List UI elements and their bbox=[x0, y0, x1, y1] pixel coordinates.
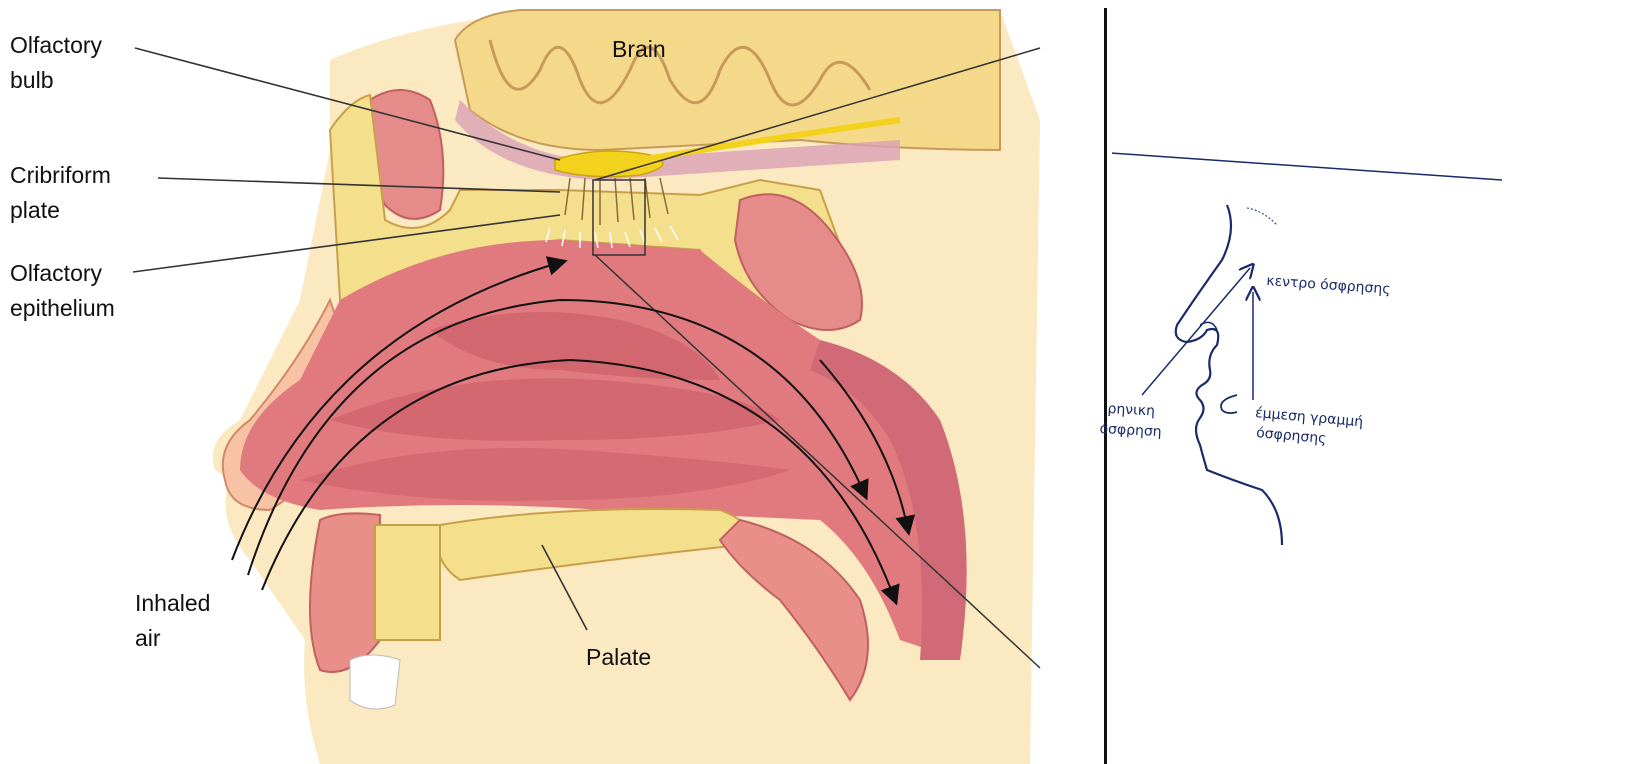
label-inhaled-line1: Inhaled bbox=[135, 586, 210, 621]
sketch-panel: κεντρο όσφρησης ρηνικη όσφρηση έμμεση γρ… bbox=[1112, 0, 1641, 764]
profile-sketch bbox=[1112, 0, 1641, 764]
sketch-label-nasal-line1: ρηνικη bbox=[1107, 400, 1155, 421]
panel-divider bbox=[1104, 8, 1107, 764]
tooth bbox=[350, 655, 400, 709]
eyebrow-mark bbox=[1247, 208, 1277, 225]
label-olfactory-bulb-line2: bulb bbox=[10, 63, 53, 98]
label-cribriform-line1: Cribriform bbox=[10, 158, 111, 193]
label-brain: Brain bbox=[612, 32, 666, 67]
horizontal-line bbox=[1112, 150, 1502, 180]
sketch-label-nasal-line2: όσφρηση bbox=[1099, 420, 1162, 442]
olfactory-bulb bbox=[555, 151, 663, 177]
oral-tissue bbox=[310, 513, 380, 672]
mouth-curl bbox=[1221, 395, 1237, 413]
upper-lip-bone bbox=[375, 525, 440, 640]
label-epithelium-line1: Olfactory bbox=[10, 256, 102, 291]
face-profile bbox=[1176, 205, 1282, 545]
label-cribriform-line2: plate bbox=[10, 193, 60, 228]
brain bbox=[455, 10, 1000, 150]
label-palate: Palate bbox=[586, 640, 651, 675]
label-inhaled-line2: air bbox=[135, 621, 161, 656]
label-olfactory-bulb-line1: Olfactory bbox=[10, 28, 102, 63]
label-epithelium-line2: epithelium bbox=[10, 291, 115, 326]
arrow-nasal-olfaction bbox=[1142, 268, 1250, 395]
nasal-anatomy-illustration bbox=[0, 0, 1105, 764]
nasal-anatomy-panel: Brain Olfactory bulb Cribriform plate Ol… bbox=[0, 0, 1105, 764]
